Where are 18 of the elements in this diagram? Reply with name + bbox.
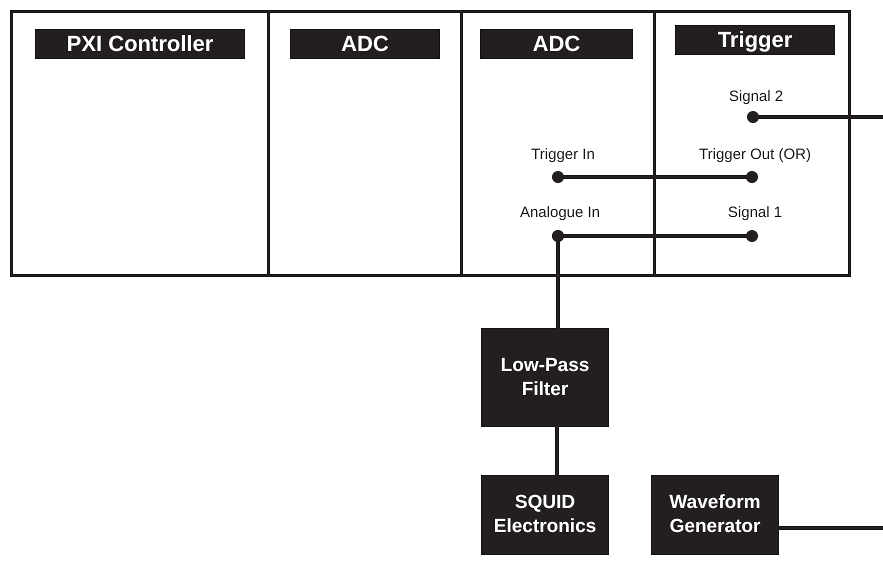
connector-line <box>779 526 883 530</box>
slot-heading: ADC <box>480 29 633 59</box>
port-label: Trigger Out (OR) <box>683 146 827 177</box>
device-box: Low-Pass Filter <box>481 328 609 427</box>
port-label: Signal 1 <box>703 204 807 236</box>
port-label: Signal 2 <box>703 88 809 117</box>
port-label: Analogue In <box>500 204 620 236</box>
port-label: Trigger In <box>508 146 618 177</box>
slot-heading: Trigger <box>675 25 835 55</box>
connector-line <box>552 230 564 328</box>
connector-line <box>552 171 758 183</box>
slot-heading: PXI Controller <box>35 29 245 59</box>
connector-line <box>555 427 559 475</box>
device-box: Waveform Generator <box>651 475 779 555</box>
device-box: SQUID Electronics <box>481 475 609 555</box>
connector-line <box>747 111 883 123</box>
chassis-frame <box>10 10 851 277</box>
slot-heading: ADC <box>290 29 440 59</box>
